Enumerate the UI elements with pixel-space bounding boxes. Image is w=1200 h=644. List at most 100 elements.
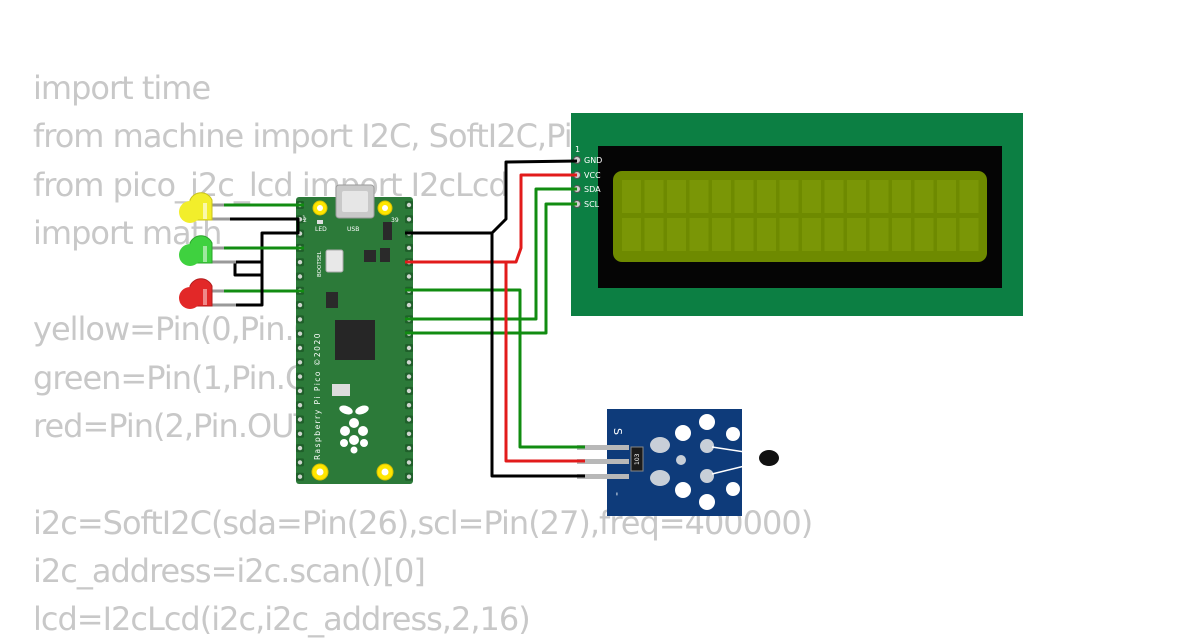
resistor-label: 103 [634, 453, 641, 465]
mounting-hole [699, 414, 715, 430]
lcd-char-cell [869, 218, 889, 251]
solder-pad [675, 425, 691, 441]
code-line: green=Pin(1,Pin.O [33, 358, 310, 397]
wire-lcd-gnd[interactable] [405, 159, 578, 235]
header-pin[interactable] [577, 445, 629, 450]
lcd-char-cell [937, 180, 956, 213]
lcd-pin-label: SCL [584, 200, 600, 209]
led-green[interactable] [179, 235, 236, 266]
lcd-char-cell [869, 180, 889, 213]
lcd-char-cell [644, 180, 664, 213]
lcd-char-cell [892, 180, 911, 213]
wire-red-led-cathode[interactable] [235, 275, 264, 307]
onboard-led [317, 220, 323, 224]
lcd-character-grid [622, 180, 979, 251]
wire-ntc-signal[interactable] [405, 288, 585, 449]
lcd-pin-one-label: 1 [575, 145, 580, 154]
raspberry-pi-pico[interactable]: USB LED 1 2 39 BOOTSEL Raspberry Pi Pico… [296, 184, 413, 484]
lcd-char-cell [892, 218, 911, 251]
wire-led-ground[interactable] [228, 217, 300, 277]
lcd-pin-label: VCC [584, 171, 601, 180]
lcd-char-cell [689, 218, 709, 251]
lcd-char-cell [779, 218, 799, 251]
code-line: red=Pin(2,Pin.OUT [33, 407, 313, 446]
pin-label-2: 2 [303, 217, 307, 224]
lcd-pin-vcc[interactable]: VCC [573, 171, 602, 180]
pico-chip [383, 222, 392, 240]
code-line: yellow=Pin(0,Pin.O [33, 310, 319, 349]
ntc-sensor-module[interactable]: 103 S - [577, 409, 779, 516]
ntc-pin-s-label: S [611, 428, 624, 435]
lcd-char-cell [847, 180, 866, 213]
lcd-char-cell [667, 218, 686, 251]
wires [221, 159, 585, 478]
lcd-char-cell [824, 218, 844, 251]
lcd-pin-label: GND [584, 156, 602, 165]
solder-pad [675, 482, 691, 498]
pin-label-39: 39 [391, 217, 399, 224]
mounting-hole [726, 427, 740, 441]
pico-silkscreen: Raspberry Pi Pico ©2020 [313, 332, 322, 460]
lcd-char-cell [712, 218, 731, 251]
wire-lcd-vcc[interactable] [405, 173, 577, 264]
wire-ntc-ground[interactable] [490, 233, 585, 478]
solder-pad [700, 439, 714, 453]
wire-ntc-vcc[interactable] [504, 262, 585, 463]
lcd-char-cell [914, 218, 934, 251]
lcd-module[interactable]: 1 GND VCC SDA SCL [571, 113, 1023, 316]
pin-label-1: 1 [302, 215, 306, 222]
wire-lcd-scl[interactable] [405, 202, 577, 335]
wire-lcd-sda[interactable] [405, 187, 577, 321]
lcd-char-cell [734, 180, 754, 213]
lcd-pin-gnd[interactable]: GND [573, 156, 603, 165]
solder-pad [676, 455, 686, 465]
lcd-char-cell [914, 180, 934, 213]
solder-pad [650, 437, 670, 453]
solder-pad [650, 470, 670, 486]
rp2040-chip [335, 320, 375, 360]
smd-resistor [630, 446, 644, 472]
header-pin[interactable] [577, 474, 629, 479]
lcd-char-cell [734, 218, 754, 251]
pico-chip [380, 248, 390, 262]
raspberry-logo-icon [339, 405, 369, 454]
lcd-char-cell [824, 180, 844, 213]
lcd-char-cell [847, 218, 866, 251]
lcd-char-cell [712, 180, 731, 213]
solder-pad [700, 469, 714, 483]
code-line: from machine import I2C, SoftI2C,Pi [33, 117, 573, 156]
lcd-char-cell [959, 180, 979, 213]
usb-label: USB [347, 226, 359, 233]
pico-chip [364, 250, 376, 262]
ntc-pcb [607, 409, 742, 516]
ntc-pin-gnd-label: - [611, 492, 624, 496]
circuit-diagram: 1 GND VCC SDA SCL 103 S [179, 113, 1023, 516]
led-red[interactable] [179, 278, 236, 309]
thermistor-icon [759, 450, 779, 466]
led-yellow[interactable] [179, 192, 230, 223]
lcd-pin-sda[interactable]: SDA [573, 185, 602, 194]
code-line: i2c_address=i2c.scan()[0] [33, 551, 426, 590]
mounting-hole [699, 494, 715, 510]
lcd-char-cell [644, 218, 664, 251]
header-pin[interactable] [577, 459, 629, 464]
lcd-char-cell [622, 218, 641, 251]
lcd-char-cell [937, 218, 956, 251]
lcd-char-cell [622, 180, 641, 213]
lcd-char-cell [757, 180, 776, 213]
pico-component [332, 384, 350, 396]
led-label: LED [315, 226, 327, 233]
lcd-char-cell [779, 180, 799, 213]
lcd-char-cell [959, 218, 979, 251]
lcd-char-cell [802, 218, 821, 251]
bootsel-button[interactable] [325, 249, 344, 273]
code-line: import time [33, 69, 211, 107]
lcd-pin-label: SDA [584, 185, 601, 194]
lcd-char-cell [757, 218, 776, 251]
mounting-hole [726, 482, 740, 496]
lcd-pin-scl[interactable]: SCL [573, 200, 600, 209]
bootsel-label: BOOTSEL [317, 250, 323, 277]
lcd-char-cell [802, 180, 821, 213]
pico-chip [326, 292, 338, 308]
lcd-char-cell [667, 180, 686, 213]
